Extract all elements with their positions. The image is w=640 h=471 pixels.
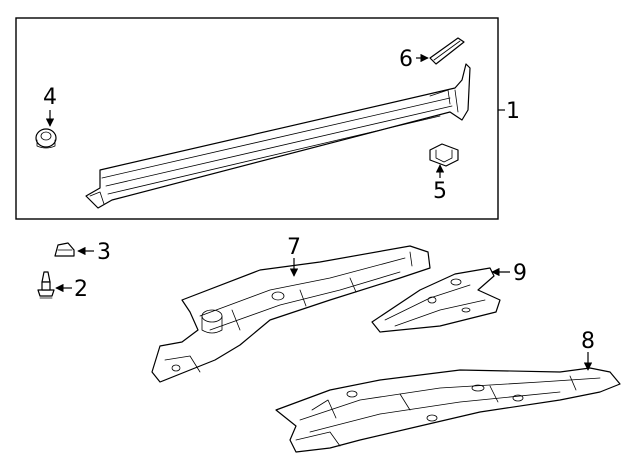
- seal-strip: [429, 37, 465, 65]
- under-cover-small: [371, 267, 501, 333]
- callout-5: 5: [433, 179, 447, 204]
- rocker-molding: [85, 63, 471, 209]
- callout-7: 7: [287, 235, 301, 260]
- grommet: [35, 128, 57, 149]
- callout-1: 1: [506, 99, 520, 124]
- callout-3: 3: [97, 240, 111, 265]
- under-cover-large: [275, 367, 621, 453]
- callout-2: 2: [74, 277, 88, 302]
- assembly-box: [15, 17, 499, 220]
- callout-9: 9: [513, 261, 527, 286]
- callout-4: 4: [43, 85, 57, 110]
- callout-8: 8: [581, 329, 595, 354]
- cap-nut: [54, 242, 75, 257]
- clip: [429, 143, 459, 167]
- splash-shield: [151, 245, 431, 383]
- push-clip: [37, 271, 55, 299]
- callout-6: 6: [399, 47, 413, 72]
